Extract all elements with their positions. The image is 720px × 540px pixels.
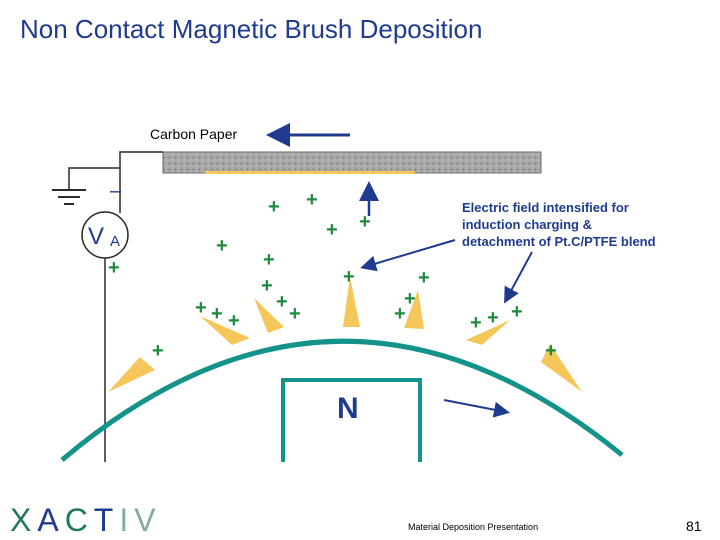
plus-charge: +: [470, 312, 482, 334]
plus-charge: +: [511, 301, 523, 323]
page-title: Non Contact Magnetic Brush Deposition: [20, 14, 483, 44]
particle-spikes: [108, 277, 582, 392]
field-arrow: [504, 251, 533, 304]
ground-icon: [52, 189, 86, 205]
plus-charge: +: [211, 303, 223, 325]
particle-spike: [466, 320, 510, 345]
deposited-layer: [205, 171, 415, 174]
carbon-paper: [162, 151, 542, 174]
plus-charge: +: [216, 235, 228, 257]
annotation-line: Electric field intensified for: [462, 200, 629, 215]
carbon-paper-label: Carbon Paper: [150, 126, 238, 142]
plus-charge: +: [152, 340, 164, 362]
minus-sign: –: [110, 180, 122, 202]
magnet-pole-label: N: [337, 392, 359, 425]
plus-charge: +: [343, 266, 355, 288]
plus-charge: +: [276, 291, 288, 313]
annotation-line: induction charging &: [462, 217, 592, 232]
particle-spike: [108, 357, 155, 392]
plus-charge: +: [404, 288, 416, 310]
annotation-line: detachment of Pt.C/PTFE blend: [462, 234, 656, 249]
plus-charge: +: [195, 297, 207, 319]
plus-charge: +: [545, 340, 557, 362]
plus-sign-source: +: [108, 257, 120, 279]
particle-spike: [404, 290, 424, 329]
plus-charge: +: [359, 211, 371, 233]
plus-charge: +: [326, 219, 338, 241]
particle-spike: [541, 344, 582, 392]
rotation-arrow: [443, 399, 510, 418]
plus-charge: +: [418, 267, 430, 289]
particle-spike: [254, 298, 284, 333]
plus-charge: +: [263, 249, 275, 271]
plus-charge: +: [261, 275, 273, 297]
magnet-pole-box: [281, 378, 422, 462]
particle-spike: [200, 316, 250, 345]
plus-charge: +: [228, 310, 240, 332]
xactiv-logo: XACTIV: [10, 502, 162, 538]
plus-charge: +: [268, 196, 280, 218]
voltage-label: V: [88, 223, 104, 250]
voltage-subscript: A: [110, 233, 120, 250]
page-number: 81: [686, 518, 702, 534]
plus-charge: +: [289, 303, 301, 325]
voltage-source: [81, 211, 129, 259]
plus-charge: +: [306, 189, 318, 211]
magnetic-drum: [60, 338, 624, 462]
field-arrow: [360, 239, 456, 272]
plus-charge: +: [487, 307, 499, 329]
footer-presentation: Material Deposition Presentation: [408, 522, 539, 532]
particle-spike: [343, 277, 360, 327]
plus-charge: +: [394, 303, 406, 325]
